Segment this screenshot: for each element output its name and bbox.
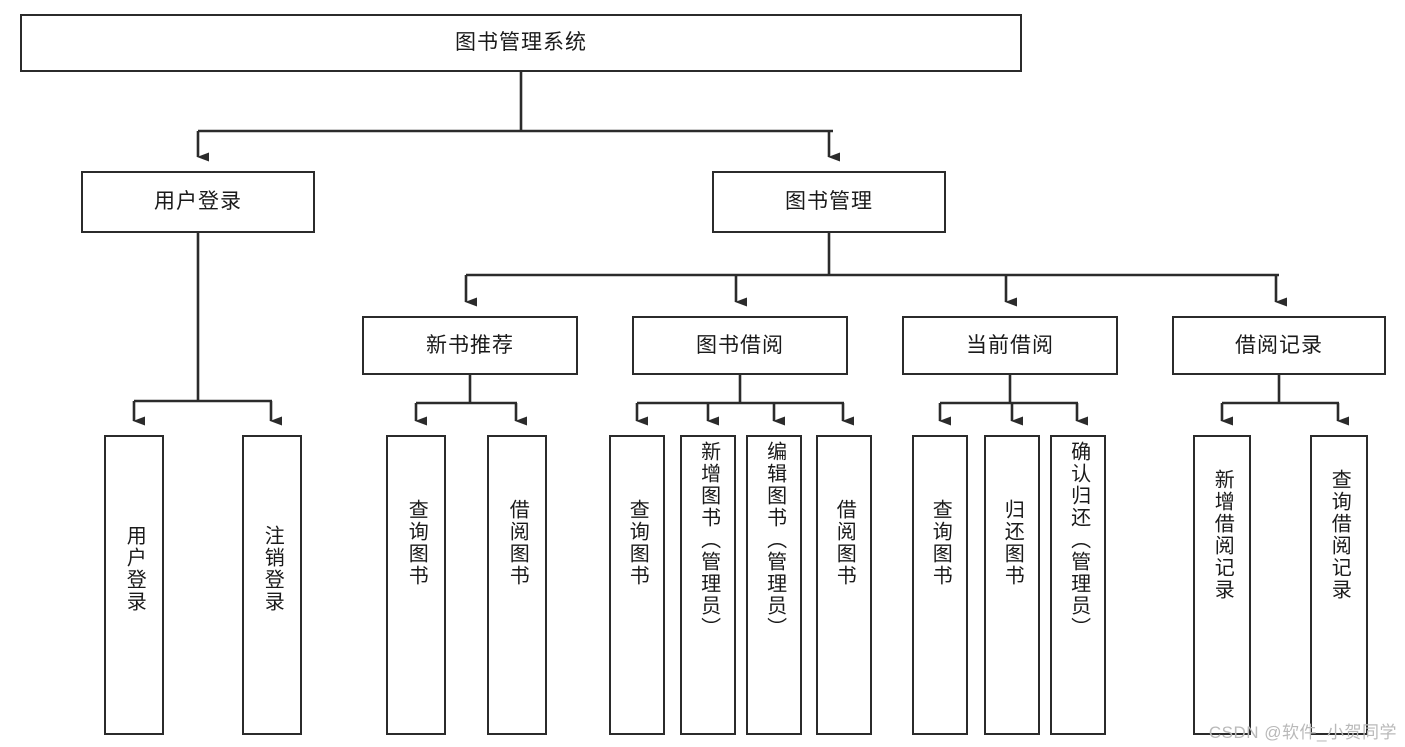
node-leaf-add-book-admin-label: 新增图书（管理员） xyxy=(697,441,720,639)
node-user-login[interactable]: 用户登录 xyxy=(81,171,315,233)
node-leaf-query-book-current[interactable]: 查询图书 xyxy=(912,435,968,735)
node-root[interactable]: 图书管理系统 xyxy=(20,14,1022,72)
node-leaf-borrow-book-new[interactable]: 借阅图书 xyxy=(487,435,547,735)
node-leaf-query-book-new[interactable]: 查询图书 xyxy=(386,435,446,735)
node-leaf-logout-label: 注销登录 xyxy=(261,525,284,613)
node-leaf-edit-book-admin-label: 编辑图书（管理员） xyxy=(763,441,786,639)
node-leaf-edit-book-admin[interactable]: 编辑图书（管理员） xyxy=(746,435,802,735)
node-new-book-recommend[interactable]: 新书推荐 xyxy=(362,316,578,375)
node-leaf-query-book-current-label: 查询图书 xyxy=(929,499,952,587)
node-leaf-add-borrow-record[interactable]: 新增借阅记录 xyxy=(1193,435,1251,735)
node-user-login-label: 用户登录 xyxy=(154,190,242,214)
node-leaf-add-book-admin[interactable]: 新增图书（管理员） xyxy=(680,435,736,735)
node-leaf-borrow-book-new-label: 借阅图书 xyxy=(506,499,529,587)
node-root-label: 图书管理系统 xyxy=(455,31,587,55)
node-leaf-logout[interactable]: 注销登录 xyxy=(242,435,302,735)
node-new-book-recommend-label: 新书推荐 xyxy=(426,333,514,357)
watermark-text: CSDN @软件_小贺同学 xyxy=(1208,723,1397,742)
node-leaf-query-book-borrow[interactable]: 查询图书 xyxy=(609,435,665,735)
node-leaf-user-login[interactable]: 用户登录 xyxy=(104,435,164,735)
node-leaf-confirm-return-admin[interactable]: 确认归还（管理员） xyxy=(1050,435,1106,735)
node-current-borrow[interactable]: 当前借阅 xyxy=(902,316,1118,375)
node-leaf-user-login-label: 用户登录 xyxy=(123,525,146,613)
node-leaf-confirm-return-admin-label: 确认归还（管理员） xyxy=(1067,441,1090,639)
node-book-manage[interactable]: 图书管理 xyxy=(712,171,946,233)
node-leaf-return-book[interactable]: 归还图书 xyxy=(984,435,1040,735)
node-book-borrow-label: 图书借阅 xyxy=(696,333,784,357)
node-book-manage-label: 图书管理 xyxy=(785,190,873,214)
node-borrow-record-label: 借阅记录 xyxy=(1235,333,1323,357)
node-leaf-query-borrow-record[interactable]: 查询借阅记录 xyxy=(1310,435,1368,735)
node-leaf-borrow-book[interactable]: 借阅图书 xyxy=(816,435,872,735)
node-leaf-return-book-label: 归还图书 xyxy=(1001,499,1024,587)
node-borrow-record[interactable]: 借阅记录 xyxy=(1172,316,1386,375)
node-leaf-borrow-book-label: 借阅图书 xyxy=(833,499,856,587)
node-current-borrow-label: 当前借阅 xyxy=(966,333,1054,357)
node-leaf-query-book-new-label: 查询图书 xyxy=(405,499,428,587)
node-leaf-query-book-borrow-label: 查询图书 xyxy=(626,499,649,587)
node-leaf-query-borrow-record-label: 查询借阅记录 xyxy=(1328,469,1351,601)
node-book-borrow[interactable]: 图书借阅 xyxy=(632,316,848,375)
node-leaf-add-borrow-record-label: 新增借阅记录 xyxy=(1211,469,1234,601)
